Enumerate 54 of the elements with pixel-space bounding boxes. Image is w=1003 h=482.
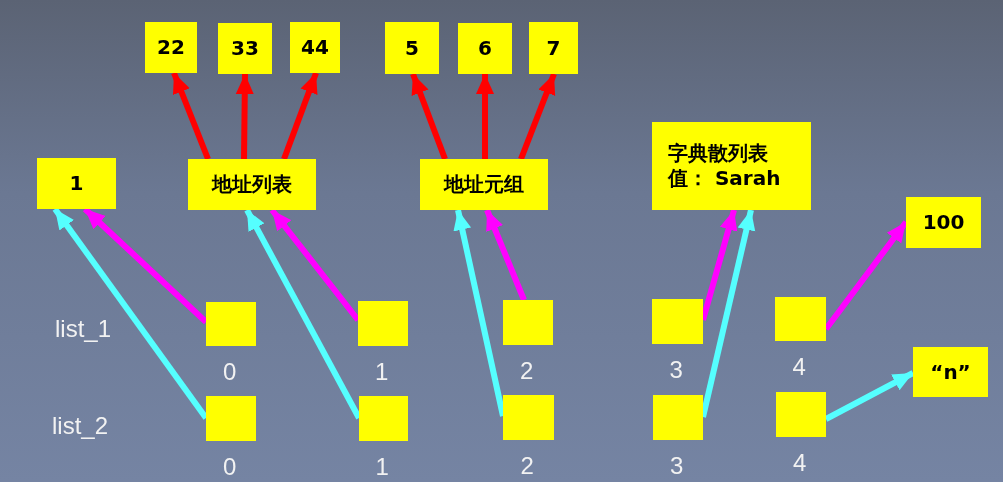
index-label: 3: [670, 452, 684, 480]
value-box: [913, 347, 988, 397]
index-label: 0: [223, 358, 237, 386]
node-text: 1: [69, 171, 84, 196]
node-text: 5: [405, 35, 419, 61]
index-label: 4: [792, 353, 806, 381]
node-text: 33: [231, 36, 259, 61]
node-text: 6: [478, 36, 492, 61]
index-label: 3: [669, 356, 683, 384]
node-text: 44: [301, 35, 329, 60]
array-cell: [775, 297, 826, 341]
value-box: [37, 158, 116, 209]
value-box: [420, 159, 548, 210]
node-text: “n”: [930, 359, 971, 385]
arrow: [410, 72, 448, 161]
list-name: list_1: [55, 315, 112, 343]
list-name: list_2: [52, 412, 109, 440]
node-text: 7: [546, 35, 561, 61]
value-box: [906, 197, 981, 248]
arrow: [476, 74, 494, 159]
value-box: [652, 122, 811, 210]
arrow: [235, 73, 254, 160]
value-box: [529, 22, 578, 74]
arrow: [484, 208, 527, 302]
array-cell: [206, 396, 256, 441]
value-box: [145, 22, 197, 73]
index-label: 1: [375, 358, 389, 386]
index-label: 2: [520, 452, 534, 480]
node-text: 地址列表: [212, 172, 292, 197]
value-box: [385, 22, 439, 74]
array-cell: [503, 300, 553, 345]
value-box: [458, 23, 512, 74]
node-text: 地址元组: [444, 172, 524, 197]
arrow: [518, 72, 557, 161]
array-cell: [776, 392, 826, 437]
index-label: 4: [793, 449, 807, 477]
node-text: 字典散列表: [668, 141, 768, 166]
array-cell: [503, 395, 554, 440]
node-text: 值： Sarah: [668, 166, 781, 191]
value-box: [188, 159, 316, 210]
array-cell: [359, 396, 408, 441]
arrow: [171, 71, 211, 161]
array-cell: [652, 299, 703, 344]
value-box: [218, 23, 272, 74]
arrow: [281, 71, 319, 161]
value-box: [290, 22, 340, 73]
array-cell: [206, 302, 256, 346]
array-cell: [358, 301, 408, 346]
node-text: 22: [157, 35, 185, 60]
array-cell: [653, 395, 703, 440]
node-text: 100: [922, 210, 965, 235]
index-label: 2: [520, 357, 534, 385]
index-label: 0: [223, 453, 237, 481]
index-label: 1: [375, 453, 389, 481]
